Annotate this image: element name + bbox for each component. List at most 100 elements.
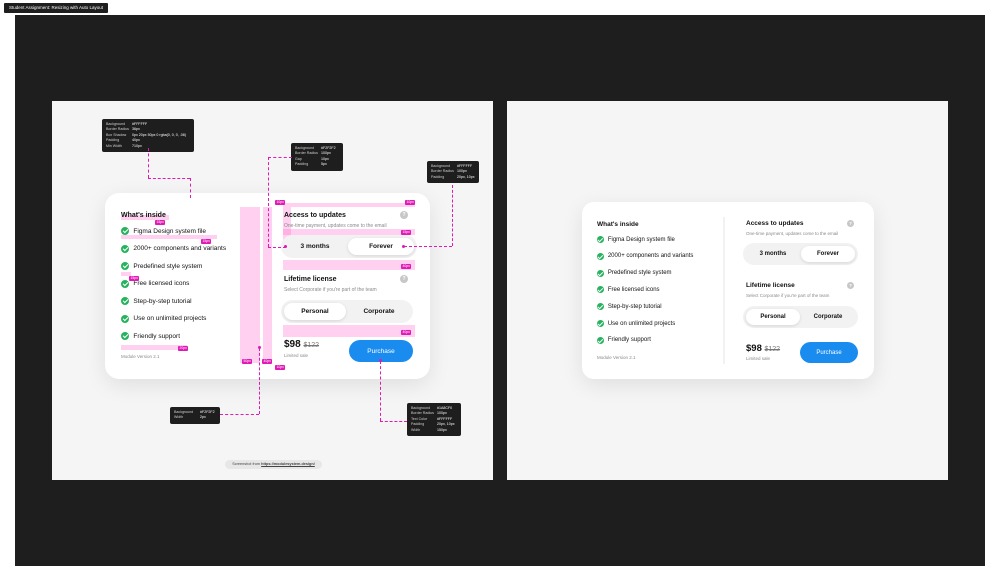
spec-value: 100px <box>321 151 331 156</box>
spec-key: Padding <box>295 162 309 167</box>
feature-label: Predefined style system <box>133 262 203 270</box>
spec-key: Border Radius <box>431 169 454 174</box>
spec-key: Padding <box>106 138 120 143</box>
feature-item: Friendly support <box>597 336 651 344</box>
feature-item: Use on unlimited projects <box>597 320 675 327</box>
spacing-badge: 40px <box>401 264 412 269</box>
check-circle-icon <box>597 236 604 243</box>
spec-row: Background#F2F2F2 <box>295 146 339 151</box>
spec-row: Gap 10px <box>295 157 339 162</box>
access-title: Access to updates <box>284 212 346 219</box>
feature-label: Friendly support <box>133 332 180 340</box>
connector-dot <box>284 245 287 248</box>
help-icon[interactable]: ? <box>847 282 854 289</box>
feature-label: Free licensed icons <box>607 286 660 293</box>
spacing-overlay <box>263 207 272 363</box>
feature-item: Predefined style system <box>597 269 672 277</box>
module-version: Module Version 2.1 <box>597 355 636 360</box>
spec-key: Background <box>295 146 315 150</box>
check-circle-icon <box>121 227 129 235</box>
spacing-badge: 15px <box>155 220 166 225</box>
check-circle-icon <box>121 297 129 305</box>
spec-key: Background <box>174 410 194 414</box>
purchase-button[interactable]: Purchase <box>349 340 413 362</box>
spec-key: Padding <box>431 174 445 179</box>
connector <box>268 247 286 248</box>
license-title: Lifetime license <box>746 282 795 289</box>
spec-key: Min Width <box>106 143 122 148</box>
license-option-corporate[interactable]: Corporate <box>363 308 395 315</box>
spec-value: #FFFFFF <box>437 416 453 421</box>
feature-label: Figma Design system file <box>607 236 675 243</box>
duration-toggle: 3 months Forever <box>281 235 417 258</box>
help-icon[interactable]: ? <box>400 275 408 283</box>
check-circle-icon <box>597 252 604 260</box>
spec-key: Border Radius <box>106 127 129 132</box>
column-divider <box>723 217 725 364</box>
feature-label: Figma Design system file <box>133 227 206 235</box>
access-title: Access to updates <box>746 220 804 227</box>
feature-label: Use on unlimited projects <box>133 315 207 322</box>
whats-inside-heading: What's inside <box>597 221 639 228</box>
connector-dot <box>402 245 405 248</box>
feature-item: Free licensed icons <box>121 279 189 288</box>
whats-inside-heading: What's inside <box>121 212 166 219</box>
spec-row: Background#FFFFFF <box>431 164 475 169</box>
check-circle-icon <box>597 269 604 277</box>
purchase-button[interactable]: Purchase <box>800 342 858 363</box>
spec-value: 10px <box>321 156 329 161</box>
connector-dot <box>379 359 382 362</box>
spacing-overlay <box>283 229 415 235</box>
spacing-badge: 20px <box>178 346 189 351</box>
feature-item: Predefined style system <box>121 262 202 270</box>
duration-option-forever[interactable]: Forever <box>348 238 414 255</box>
spacing-badge: 10px <box>275 365 286 370</box>
connector <box>380 421 407 422</box>
spacing-badge: 15px <box>201 239 212 244</box>
old-price: $122 <box>764 346 781 353</box>
check-circle-icon <box>121 262 129 270</box>
current-price: $98 <box>284 339 301 350</box>
duration-toggle: 3 months Forever <box>743 243 858 265</box>
spacing-overlay <box>121 235 217 239</box>
duration-option-3-months[interactable]: 3 months <box>300 243 330 250</box>
duration-option-forever[interactable]: Forever <box>801 246 855 262</box>
help-icon[interactable]: ? <box>847 220 854 227</box>
spec-row: Padding 20px, 10px <box>431 175 475 180</box>
spec-value: 2px <box>200 415 206 420</box>
connector <box>380 361 381 421</box>
check-circle-icon <box>597 303 604 311</box>
spec-row: Text Color #FFFFFF <box>411 417 457 422</box>
help-icon[interactable]: ? <box>400 211 408 219</box>
spec-value: 20px, 10px <box>457 174 475 179</box>
spacing-overlay <box>121 215 169 220</box>
spec-key: Text Color <box>411 416 428 421</box>
feature-label: Friendly support <box>607 337 651 344</box>
spacing-badge: 15px <box>129 276 140 281</box>
spacing-overlay <box>283 260 415 270</box>
feature-item: Step-by-step tutorial <box>597 303 662 311</box>
spec-key: Gap <box>295 156 302 161</box>
connector <box>148 178 190 179</box>
spec-key: Padding <box>411 422 425 427</box>
spec-value: 20px, 10px <box>437 422 455 427</box>
license-option-personal[interactable]: Personal <box>746 309 800 325</box>
spec-row: Background#1A8CF0 <box>411 406 457 411</box>
spec-key: Border Radius <box>295 151 318 156</box>
spacing-overlay <box>283 325 415 337</box>
spacing-overlay <box>283 203 415 207</box>
license-option-personal[interactable]: Personal <box>284 303 346 320</box>
check-circle-icon <box>121 314 129 323</box>
feature-label: Predefined style system <box>607 270 672 277</box>
license-toggle: Personal Corporate <box>281 300 413 323</box>
spec-key: Background <box>431 164 451 168</box>
duration-option-3-months[interactable]: 3 months <box>759 251 787 257</box>
spacing-badge: 15px <box>401 230 412 235</box>
spacing-badge: 50px <box>242 359 253 364</box>
source-link[interactable]: https://modulesystem.design/ <box>261 462 315 466</box>
license-option-corporate[interactable]: Corporate <box>813 314 843 320</box>
